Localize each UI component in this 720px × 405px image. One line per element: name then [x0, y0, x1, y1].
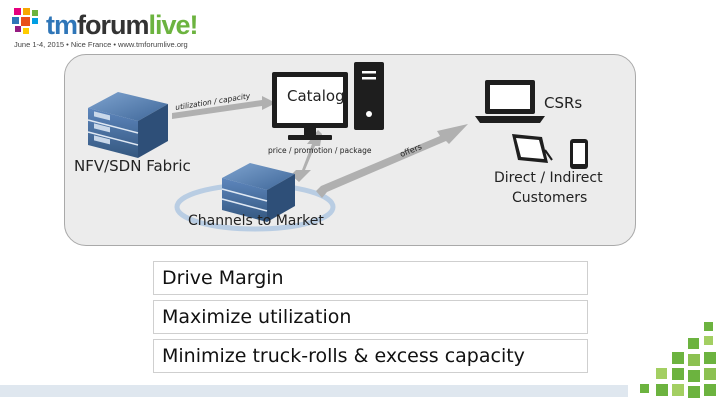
arrow-price — [291, 130, 322, 182]
tmforum-logo: tmforumlive! June 1-4, 2015 • Nice Franc… — [12, 8, 212, 52]
csrs-label: CSRs — [544, 94, 583, 112]
channels-server-icon — [221, 163, 295, 222]
fabric-label: NFV/SDN Fabric — [74, 157, 191, 175]
double-arrow-icon — [172, 96, 468, 198]
logo-wordmark: tmforumlive! — [46, 10, 199, 40]
logo-forum: forum — [77, 10, 149, 40]
logo-tm: tm — [46, 10, 78, 40]
monitor-icon — [272, 72, 348, 140]
customers-label-line1: Direct / Indirect — [494, 170, 603, 186]
tower-pc-icon — [354, 62, 384, 130]
phone-icon — [570, 139, 588, 169]
logo-tagline: June 1-4, 2015 • Nice France • www.tmfor… — [14, 40, 188, 49]
goal-box-truck-rolls: Minimize truck-rolls & excess capacity — [153, 339, 588, 373]
logo-live: live! — [148, 10, 199, 40]
goal-box-margin: Drive Margin — [153, 261, 588, 295]
goal-box-utilization: Maximize utilization — [153, 300, 588, 334]
server-icon — [87, 92, 168, 158]
arrow-offers — [316, 124, 468, 198]
customers-label-line2: Customers — [512, 190, 588, 206]
edge-price-label: price / promotion / package — [268, 146, 372, 155]
tablet-icon — [512, 134, 553, 163]
footer-bar — [0, 385, 628, 397]
arrow-utilization — [172, 96, 276, 119]
catalog-label: Catalog — [287, 87, 345, 105]
logo-squares-icon — [12, 8, 38, 34]
decorative-squares-icon — [640, 322, 716, 398]
channels-label: Channels to Market — [188, 213, 324, 229]
laptop-icon — [475, 80, 545, 123]
